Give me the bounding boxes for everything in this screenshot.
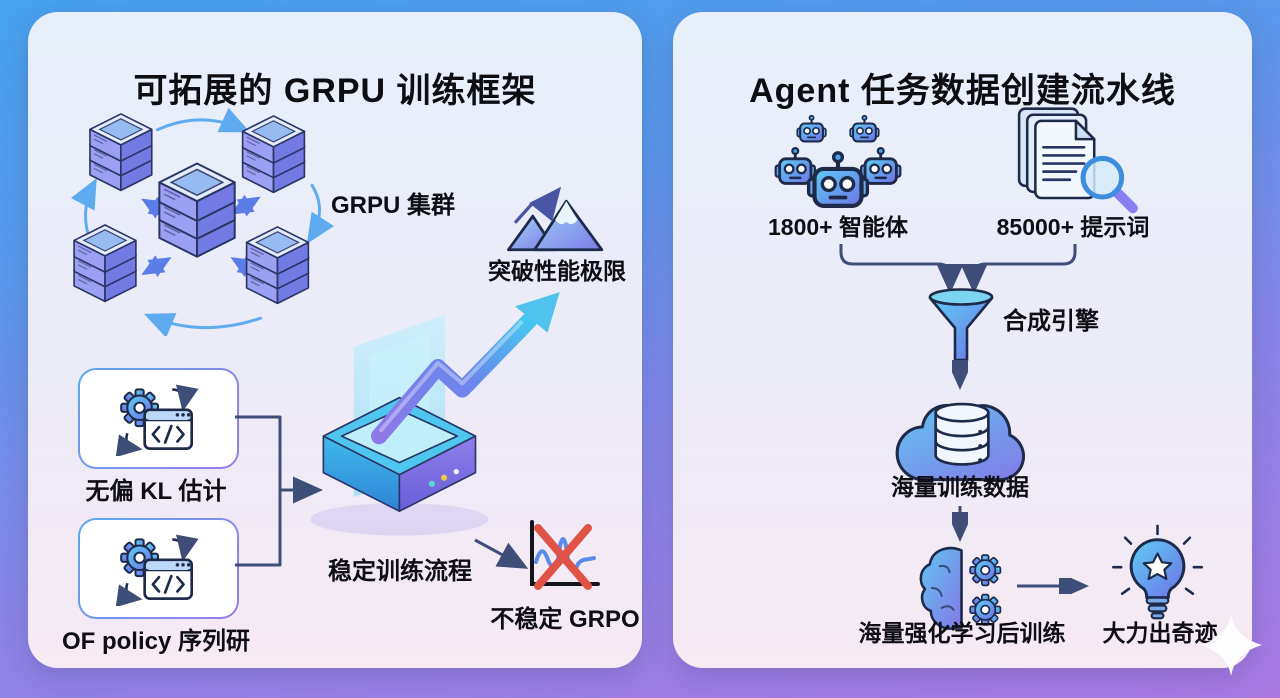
down-arrow	[952, 360, 968, 390]
growth-arrow-icon	[371, 292, 560, 445]
sparkle-icon	[1200, 614, 1262, 676]
documents-search-icon	[1017, 107, 1138, 214]
data-label: 海量训练数据	[891, 474, 1029, 500]
training-label: 海量强化学习后训练	[858, 620, 1066, 646]
feature-box-policy-label: OF policy 序列研	[61, 628, 250, 655]
left-panel-title: 可拓展的 GRPU 训练框架	[133, 71, 537, 110]
mountain-peak-icon	[507, 186, 604, 252]
diagonal-arrow	[474, 538, 529, 569]
cloud-database-icon	[895, 402, 1026, 482]
gear-code-icon	[113, 532, 205, 606]
glow-platform-icon	[310, 292, 560, 536]
agents-label: 1800+ 智能体	[768, 214, 908, 240]
right-panel: Agent 任务数据创建流水线 1800+ 智能体 85000+ 提示词	[673, 12, 1252, 668]
gear-code-icon	[113, 382, 205, 456]
down-arrow	[952, 506, 968, 542]
unstable-chart-icon	[530, 520, 600, 590]
right-arrow	[1017, 578, 1089, 594]
lightbulb-icon	[1112, 524, 1203, 620]
feature-box-kl	[78, 368, 239, 469]
engine-label: 合成引擎	[1003, 308, 1099, 335]
feature-box-policy	[78, 518, 239, 619]
funnel-icon	[928, 288, 994, 362]
result-label: 大力出奇迹	[1102, 620, 1218, 646]
platform-label: 稳定训练流程	[328, 558, 472, 585]
left-panel: 可拓展的 GRPU 训练框架 GRPU 集群 突破性能极限	[28, 12, 642, 668]
cluster-label: GRPU 集群	[330, 192, 455, 219]
feature-box-kl-label: 无偏 KL 估计	[85, 478, 227, 505]
prompts-label: 85000+ 提示词	[996, 214, 1150, 240]
right-panel-title: Agent 任务数据创建流水线	[749, 71, 1176, 110]
unstable-label: 不稳定 GRPO	[490, 606, 640, 633]
funnel-in-connector	[839, 244, 1077, 294]
peak-label: 突破性能极限	[488, 258, 626, 284]
server-cluster-icon	[70, 108, 335, 336]
merge-connector	[235, 415, 323, 567]
robot-group-icon	[774, 114, 902, 222]
brain-gears-icon	[919, 546, 1002, 630]
